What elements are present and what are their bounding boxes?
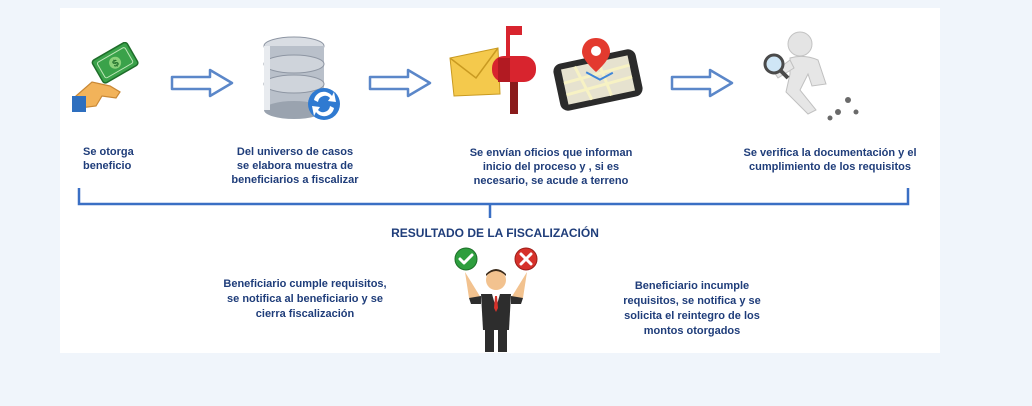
step-3-text: Se envían oficios que informan inicio de… bbox=[469, 147, 633, 187]
arrow-right-icon bbox=[670, 68, 734, 98]
step-4-text: Se verifica la documentación y el cumpli… bbox=[743, 147, 917, 173]
arrow-right-icon bbox=[368, 68, 432, 98]
cross-icon bbox=[514, 247, 538, 271]
businessman-icon bbox=[465, 269, 527, 352]
outcome-fail-text: Beneficiario incumple requisitos, se not… bbox=[623, 280, 761, 337]
step-2-text: Del universo de casos se elabora muestra… bbox=[231, 146, 359, 186]
outcome-pass-text: Beneficiario cumple requisitos, se notif… bbox=[223, 278, 387, 320]
step-1-text: Se otorga beneficio bbox=[83, 146, 134, 172]
check-icon bbox=[454, 247, 478, 271]
phone-map-icon bbox=[553, 38, 643, 111]
magnifier-figure-icon bbox=[763, 31, 859, 121]
result-title: RESULTADO DE LA FISCALIZACIÓN bbox=[391, 226, 599, 240]
svg-text:$: $ bbox=[111, 58, 122, 71]
mailbox-icon bbox=[449, 26, 536, 114]
summary-bracket bbox=[77, 188, 910, 218]
money-hand-icon: $ bbox=[72, 42, 139, 112]
arrow-right-icon bbox=[170, 68, 234, 98]
database-icon bbox=[263, 36, 340, 120]
